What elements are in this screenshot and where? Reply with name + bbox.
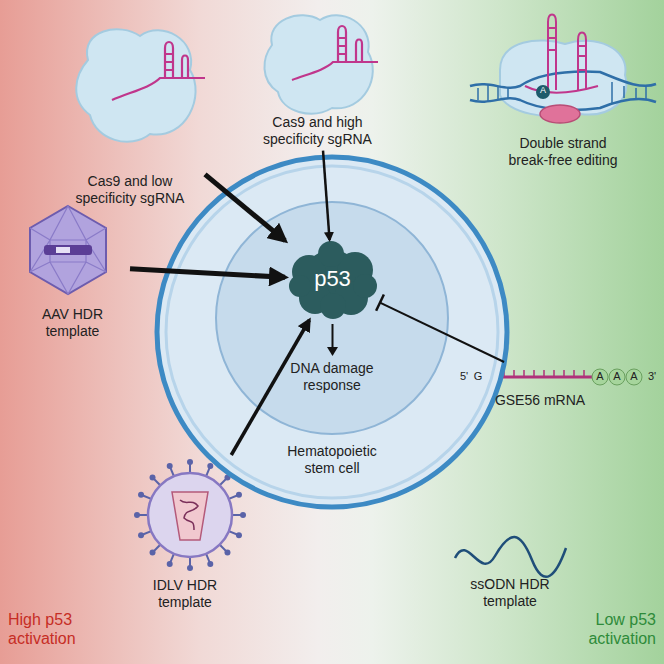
guide-rna bbox=[525, 15, 598, 93]
node-label: A bbox=[609, 370, 625, 383]
p53-protein: p53 bbox=[285, 240, 380, 320]
node-label: Double strand break-free editing bbox=[498, 135, 628, 169]
base-marker bbox=[536, 85, 550, 99]
dna-strand bbox=[470, 72, 656, 88]
ssodn-group: ssODN HDR template bbox=[445, 528, 575, 613]
idlv-rna bbox=[180, 500, 198, 530]
sgrna bbox=[292, 26, 378, 80]
polya bbox=[592, 369, 608, 385]
aav-facets bbox=[30, 206, 106, 294]
node-label: Cas9 and high specificity sgRNA bbox=[253, 114, 383, 148]
cas9-low-group: Cas9 and low specificity sgRNA bbox=[55, 15, 205, 210]
node-label: A bbox=[626, 370, 642, 383]
node-label: Hematopoietic stem cell bbox=[272, 443, 392, 477]
aav-transgene bbox=[56, 247, 70, 253]
aav-capsid bbox=[30, 206, 106, 294]
idlv-capsid bbox=[172, 492, 208, 540]
node-label: G bbox=[470, 370, 486, 383]
node-label: A bbox=[592, 370, 608, 383]
node-label: A bbox=[537, 85, 549, 96]
cas9-protein bbox=[76, 29, 195, 141]
polya bbox=[626, 369, 642, 385]
cas9-high-group: Cas9 and high specificity sgRNA bbox=[250, 0, 385, 151]
node-label: p53 bbox=[285, 266, 380, 292]
axis-label: High p53 activation bbox=[8, 610, 103, 648]
cas9-protein bbox=[264, 15, 372, 113]
node-label: IDLV HDR template bbox=[140, 577, 230, 611]
node-label: GSE56 mRNA bbox=[465, 392, 615, 409]
node-label: AAV HDR template bbox=[30, 306, 115, 340]
node-label: 3' bbox=[644, 370, 660, 383]
process-label: DNA damage response bbox=[287, 360, 377, 394]
deaminase bbox=[540, 105, 580, 123]
ssodn-strand bbox=[455, 537, 566, 577]
aav-transgene bbox=[44, 245, 92, 255]
idlv-envelope bbox=[148, 473, 232, 557]
cell: Hematopoietic stem cell p53 bbox=[152, 152, 512, 512]
sgrna bbox=[112, 42, 205, 100]
node-label: 5' bbox=[457, 370, 471, 383]
aav-group: AAV HDR template bbox=[15, 188, 130, 343]
node-label: ssODN HDR template bbox=[460, 576, 560, 610]
polya bbox=[609, 369, 625, 385]
mrna-bases bbox=[494, 370, 584, 377]
axis-label: Low p53 activation bbox=[561, 610, 656, 648]
idlv-group: IDLV HDR template bbox=[120, 455, 250, 615]
node-label: Cas9 and low specificity sgRNA bbox=[65, 173, 195, 207]
editing-group: A Double strand break-free editing bbox=[470, 5, 656, 185]
